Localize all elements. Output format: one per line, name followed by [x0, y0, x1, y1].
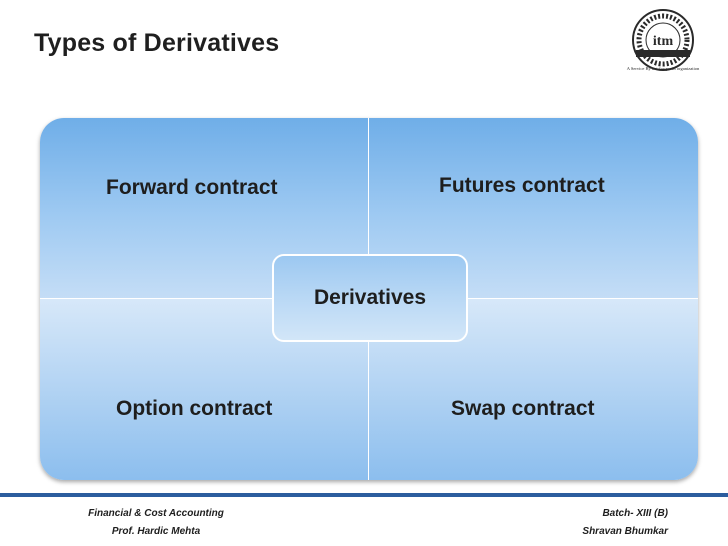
footer-left: Financial & Cost Accounting Prof. Hardic… — [86, 505, 226, 541]
itm-logo: itm A Service By not-for-profit organiza… — [627, 9, 700, 71]
logo-emblem-text: itm — [653, 34, 674, 49]
footer-divider — [0, 493, 728, 497]
center-node-derivatives: Derivatives — [272, 254, 468, 342]
swap-contract-label: Swap contract — [451, 397, 595, 420]
professor-name: Prof. Hardic Mehta — [111, 526, 201, 537]
futures-contract-label: Futures contract — [439, 174, 605, 197]
forward-contract-label: Forward contract — [106, 176, 278, 199]
quadrant-swap-contract: Swap contract — [369, 299, 698, 480]
derivatives-matrix: Forward contract Futures contract Option… — [40, 118, 698, 480]
option-contract-label: Option contract — [116, 397, 273, 420]
footer-right: Batch- XIII (B) Shravan Bhumkar — [520, 505, 668, 541]
derivatives-label: Derivatives — [313, 286, 427, 309]
batch-label: Batch- XIII (B) — [602, 508, 668, 519]
presenter-name: Shravan Bhumkar — [582, 526, 668, 537]
slide-title: Types of Derivatives — [34, 29, 280, 57]
course-name: Financial & Cost Accounting — [88, 508, 224, 519]
logo-tagline: A Service By not-for-profit organization — [627, 66, 700, 71]
